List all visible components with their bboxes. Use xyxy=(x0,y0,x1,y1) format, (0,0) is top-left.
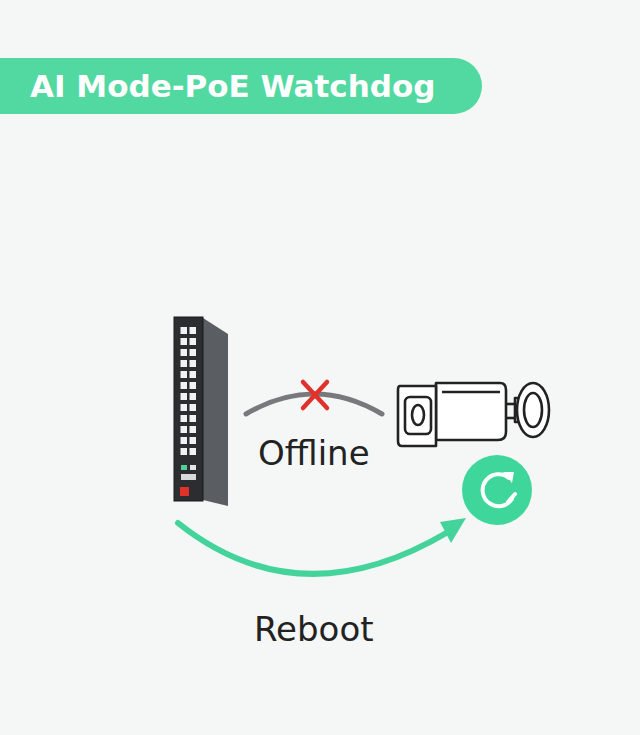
reboot-icon xyxy=(462,455,532,525)
reboot-label: Reboot xyxy=(254,609,374,649)
reboot-arrow xyxy=(178,523,448,574)
bullet-camera xyxy=(398,383,549,446)
title-text: AI Mode-PoE Watchdog xyxy=(30,58,435,114)
cross-mark xyxy=(303,382,327,408)
title-banner: AI Mode-PoE Watchdog xyxy=(0,58,482,114)
arrow-head xyxy=(440,518,466,543)
offline-label: Offline xyxy=(258,433,370,473)
poe-switch xyxy=(174,317,228,506)
